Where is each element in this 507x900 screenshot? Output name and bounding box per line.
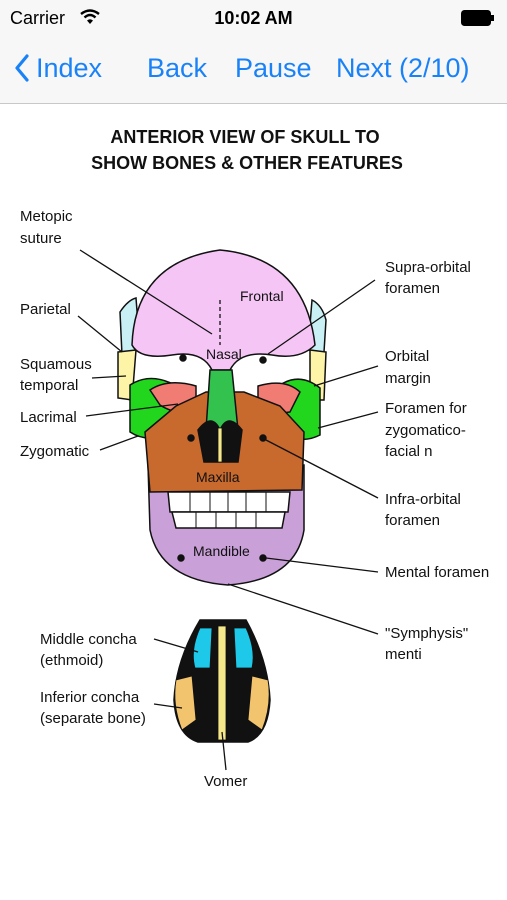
- nasal-conchae-illustration: [173, 619, 271, 743]
- zygofacial-label-line2: zygomatico-: [385, 422, 466, 439]
- status-bar: Carrier 10:02 AM: [0, 0, 507, 36]
- symphysis-label-line1: "Symphysis": [385, 625, 468, 642]
- status-time: 10:02 AM: [214, 8, 293, 28]
- squamous-label-line2: temporal: [20, 377, 78, 394]
- parietal-label: Parietal: [20, 301, 71, 318]
- mandible-label: Mandible: [193, 543, 250, 559]
- orbital-margin-label-line1: Orbital: [385, 348, 429, 365]
- middle-concha-left: [192, 627, 213, 669]
- middle-concha-label-line1: Middle concha: [40, 631, 137, 648]
- wifi-icon: [80, 9, 100, 24]
- leader-lines: [77, 249, 379, 771]
- zygomatic-label: Zygomatic: [20, 443, 90, 460]
- inferior-concha-right: [247, 675, 270, 731]
- zygofacial-label-line1: Foramen for: [385, 400, 467, 417]
- lower-teeth: [171, 511, 286, 529]
- frontal-label: Frontal: [240, 288, 284, 304]
- nav-bar: Index Back Pause Next (2/10): [0, 36, 507, 104]
- supraorbital-label-line1: Supra-orbital: [385, 259, 471, 276]
- middle-concha-label-line2: (ethmoid): [40, 652, 103, 669]
- infraorbital-label-line1: Infra-orbital: [385, 491, 461, 508]
- symphysis-label-line2: menti: [385, 646, 422, 663]
- maxilla-label: Maxilla: [196, 469, 240, 485]
- metopic-label-line1: Metopic: [20, 208, 73, 225]
- skull-diagram: ANTERIOR VIEW OF SKULL TO SHOW BONES & O…: [20, 127, 489, 790]
- vomer-label: Vomer: [204, 773, 247, 790]
- nasal-label: Nasal: [206, 346, 242, 362]
- infraorbital-label-line2: foramen: [385, 512, 440, 529]
- index-label: Index: [36, 53, 103, 83]
- diagram-title-line1: ANTERIOR VIEW OF SKULL TO: [110, 127, 379, 147]
- diagram-title-line2: SHOW BONES & OTHER FEATURES: [91, 153, 403, 173]
- orbital-margin-label-line2: margin: [385, 370, 431, 387]
- zygofacial-label-line3: facial n: [385, 443, 433, 460]
- pause-button[interactable]: Pause: [235, 53, 312, 83]
- upper-teeth: [167, 491, 291, 513]
- metopic-label-line2: suture: [20, 230, 62, 247]
- inferior-concha-left: [174, 675, 197, 731]
- content-area: ANTERIOR VIEW OF SKULL TO SHOW BONES & O…: [0, 104, 507, 900]
- supraorbital-label-line2: foramen: [385, 280, 440, 297]
- index-button[interactable]: Index: [14, 52, 102, 84]
- inferior-concha-label-line1: Inferior concha: [40, 689, 140, 706]
- middle-concha-right: [233, 627, 254, 669]
- skull-illustration: [117, 249, 327, 586]
- carrier-label: Carrier: [10, 8, 66, 28]
- supraorbital-foramen-dot: [179, 354, 187, 362]
- lacrimal-label: Lacrimal: [20, 409, 77, 426]
- mental-foramen-label: Mental foramen: [385, 564, 489, 581]
- inferior-concha-label-line2: (separate bone): [40, 710, 146, 727]
- frontal-bone: [131, 249, 316, 371]
- vomer-bone: [217, 625, 227, 741]
- squamous-label-line1: Squamous: [20, 356, 92, 373]
- back-chevron-icon: [15, 54, 29, 82]
- next-button[interactable]: Next (2/10): [336, 53, 470, 83]
- mental-foramen-dot: [259, 554, 267, 562]
- battery-icon: [461, 10, 494, 26]
- nasal-septum: [217, 427, 223, 463]
- back-button[interactable]: Back: [147, 53, 208, 83]
